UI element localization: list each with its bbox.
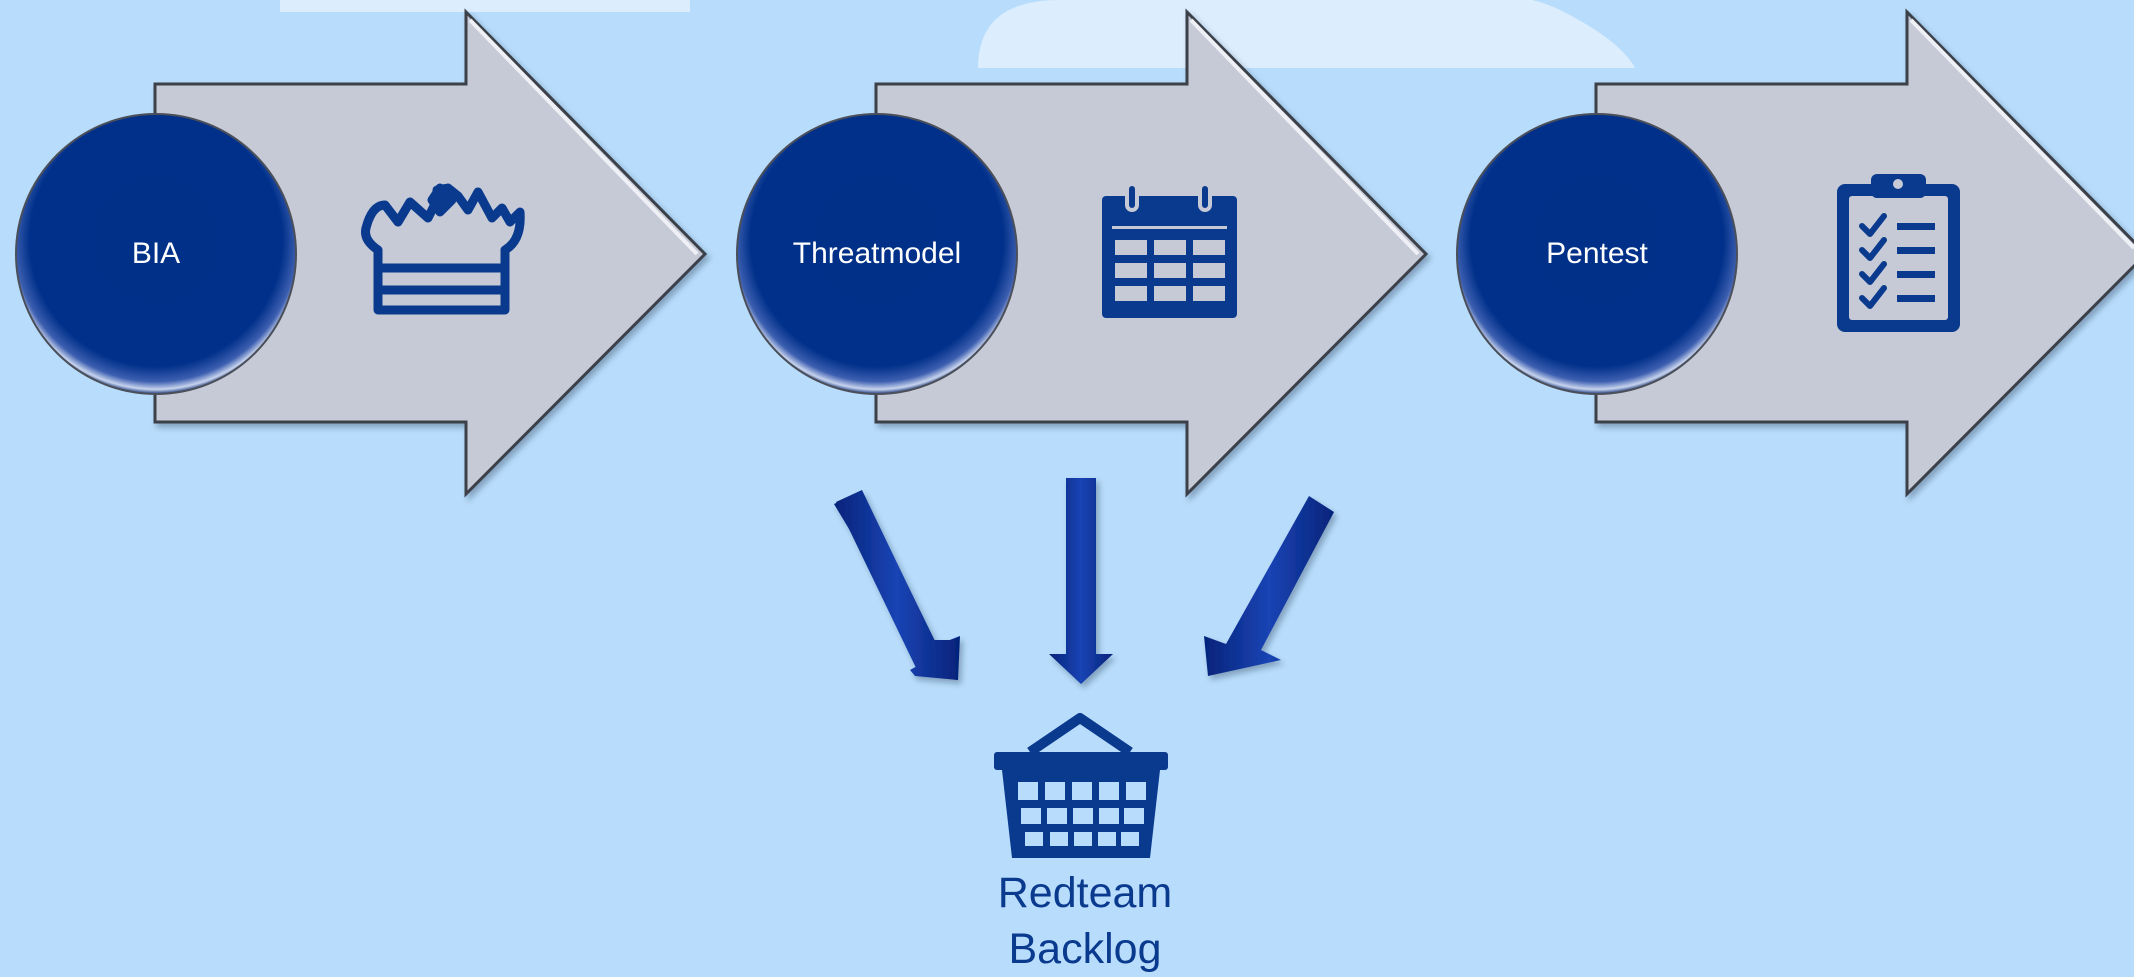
backlog-label-line1: Redteam [997, 869, 1173, 917]
process-step-pentest [1456, 8, 2134, 498]
step-label-pentest: Pentest [1546, 237, 1648, 270]
flow-arrows-to-backlog [834, 478, 1334, 684]
crown-icon [361, 183, 525, 315]
step-label-threatmodel: Threatmodel [792, 237, 962, 270]
basket-icon [994, 713, 1168, 858]
arrow-down-left [1204, 496, 1334, 676]
backlog-label-line2: Backlog [1008, 925, 1162, 973]
arrow-down [1049, 478, 1113, 684]
calendar-icon [1102, 182, 1237, 318]
step-circle [1456, 113, 1738, 395]
process-step-bia [15, 8, 708, 498]
background-clouds [280, 0, 1635, 68]
step-label-bia: BIA [131, 237, 181, 270]
chevron-arrow [153, 8, 708, 498]
step-circle [736, 113, 1018, 395]
backlog-label: Redteam Backlog [885, 865, 1285, 977]
step-circle [15, 113, 297, 395]
process-step-threatmodel [736, 8, 1429, 498]
clipboard-checklist-icon [1837, 174, 1960, 332]
